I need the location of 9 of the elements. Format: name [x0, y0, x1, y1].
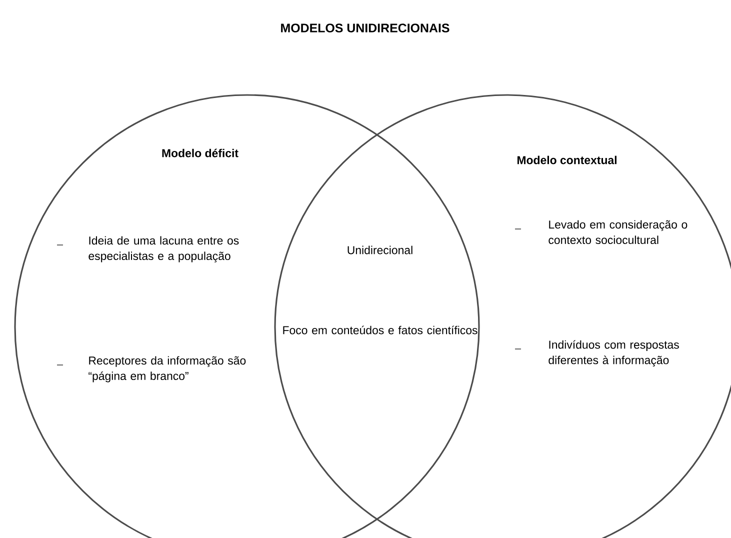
- overlap-text: Unidirecional: [348, 246, 412, 254]
- bullet-text: Ideia de uma lacuna entre os especialistas e a população: [88, 236, 239, 262]
- title: MODELOS UNIDIRECIONAIS: [281, 24, 450, 32]
- bullet-text: Levado em consideração o contexto sociocultural: [548, 220, 688, 244]
- circle-heading: Modelo contextual: [517, 156, 616, 164]
- bullet-text: Receptores da informação são “página em branco”: [88, 356, 246, 382]
- circle-heading: Modelo déficit: [162, 148, 238, 158]
- bullet-text: Indivíduos com respostas diferentes à informação: [548, 340, 679, 366]
- overlap-text: Foco em conteúdos e fatos científicos: [283, 326, 478, 334]
